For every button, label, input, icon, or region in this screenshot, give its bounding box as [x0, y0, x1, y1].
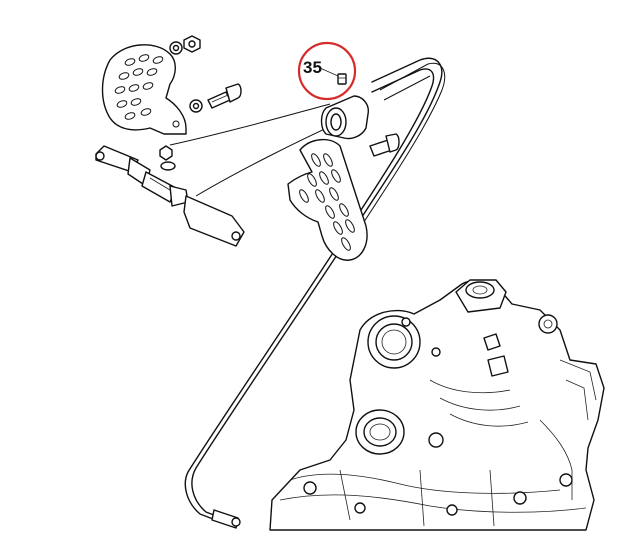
nut-and-washer-top [169, 35, 201, 55]
callout-35: 35 [297, 41, 357, 101]
callout-highlight-circle [297, 41, 357, 101]
bolt-left [189, 83, 242, 113]
callout-number: 35 [303, 58, 322, 77]
footrest-plate-left [101, 44, 187, 135]
cable-end-fitting [211, 509, 241, 529]
adjuster-collar [320, 95, 369, 140]
engine-block [269, 279, 605, 531]
footrest-plate-right [287, 139, 368, 261]
bolt-right [369, 133, 400, 157]
setscrew-part-35 [337, 73, 347, 85]
small-nut [159, 145, 176, 171]
lever-rod [95, 145, 245, 247]
